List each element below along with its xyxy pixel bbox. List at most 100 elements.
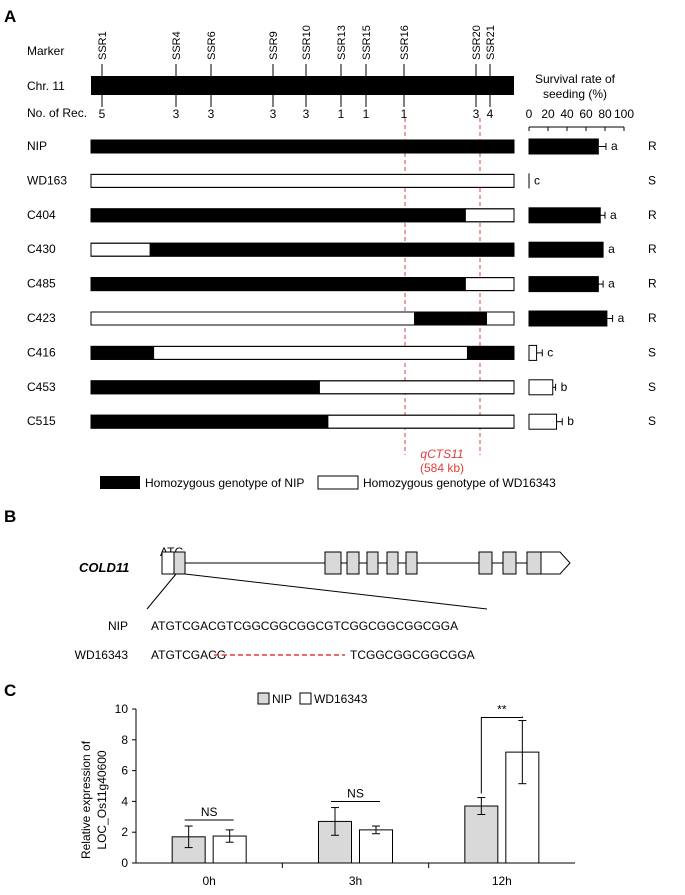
exon-2 [324, 551, 342, 575]
exon-7 [478, 551, 493, 575]
gene-name: COLD11 [79, 560, 129, 575]
segment-nip [90, 208, 466, 223]
survival-bar [528, 413, 558, 430]
exon-5 [386, 551, 399, 575]
genotype-outline [90, 139, 515, 154]
survival-tick-label: 40 [560, 107, 574, 121]
chromosome-label: Chr. 11 [27, 79, 65, 93]
bar-wd16343 [359, 829, 393, 864]
significance-bracket [480, 716, 523, 794]
legend-wd-label: Homozygous genotype of WD16343 [363, 476, 556, 490]
genotype-outline [90, 242, 515, 257]
segment-nip [414, 311, 488, 326]
line-label: C423 [27, 311, 56, 325]
marker-ssr1: SSR1 [97, 31, 109, 60]
chart-legend-nip: NIP [272, 692, 292, 706]
segment-wd [318, 380, 515, 395]
phenotype-label: S [648, 414, 656, 428]
marker-ssr16: SSR16 [399, 25, 411, 60]
marker-ssr21: SSR21 [485, 25, 497, 60]
marker-ssr15: SSR15 [361, 25, 373, 60]
marker-ssr13: SSR13 [336, 25, 348, 60]
x-tick-label: 3h [349, 874, 362, 888]
qtl-name: qCTS11 [420, 447, 463, 461]
survival-tick-label: 100 [614, 107, 634, 121]
marker-ssr20: SSR20 [471, 25, 483, 60]
zoom-line-left [146, 573, 177, 610]
utr-3-arrow [540, 551, 571, 575]
genotype-outline [90, 173, 515, 188]
y-tick-label: 6 [121, 764, 128, 778]
recombinant-count: 3 [473, 107, 480, 121]
segment-nip [466, 345, 515, 360]
recombinant-count: 3 [270, 107, 277, 121]
significance-letter: c [547, 345, 553, 359]
seq-wd-label: WD16343 [75, 648, 129, 662]
recombinants-label: No. of Rec. [27, 106, 87, 120]
genotype-outline [90, 345, 515, 360]
line-label: WD163 [27, 173, 67, 187]
significance-letter: a [608, 242, 615, 256]
seq-wd-left: ATGTCGACG [151, 648, 226, 662]
line-label: C430 [27, 242, 56, 256]
phenotype-label: S [648, 345, 656, 359]
significance-letter: b [561, 380, 568, 394]
segment-wd [90, 173, 515, 188]
y-axis-label-2: LOC_Os11g40600 [95, 750, 109, 850]
marker-ssr9: SSR9 [268, 31, 280, 60]
phenotype-label: R [648, 277, 657, 291]
survival-bar [528, 344, 538, 361]
survival-bar [528, 276, 599, 293]
recombinant-count: 5 [99, 107, 106, 121]
segment-nip [90, 380, 320, 395]
chart-legend-wd: WD16343 [314, 692, 368, 706]
significance-letter: a [618, 311, 625, 325]
genotype-outline [90, 277, 515, 292]
survival-bar [528, 310, 608, 327]
recombinant-count: 3 [173, 107, 180, 121]
segment-wd [464, 208, 515, 223]
significance-label: NS [347, 787, 364, 801]
chromosome-bar [91, 76, 514, 95]
y-tick-label: 4 [121, 794, 128, 808]
legend-nip-label: Homozygous genotype of NIP [145, 476, 304, 490]
qtl-size: (584 kb) [420, 461, 464, 475]
recombinant-count: 4 [487, 107, 494, 121]
survival-tick-label: 80 [598, 107, 612, 121]
y-axis-label-1: Relative expression of [79, 740, 93, 859]
x-tick-label: 12h [492, 874, 512, 888]
y-tick-label: 10 [115, 702, 129, 716]
genotype-outline [90, 208, 515, 223]
phenotype-label: R [648, 242, 657, 256]
significance-letter: b [567, 414, 574, 428]
survival-tick-label: 0 [526, 107, 533, 121]
gene-model [161, 551, 571, 575]
marker-ssr10: SSR10 [301, 25, 313, 60]
zoom-line-right [184, 573, 488, 610]
line-label: C416 [27, 345, 56, 359]
exon-6 [405, 551, 418, 575]
exon-4 [366, 551, 379, 575]
survival-bar [528, 207, 601, 224]
recombinant-count: 1 [401, 107, 408, 121]
segment-wd [90, 311, 416, 326]
survival-title-2: seeding (%) [543, 87, 607, 101]
legend-nip-swatch [100, 476, 140, 489]
survival-tick-label: 60 [579, 107, 593, 121]
phenotype-label: R [648, 139, 657, 153]
segment-nip [149, 242, 515, 257]
legend-wd-swatch [317, 475, 359, 490]
panel-a-label: A [4, 7, 16, 26]
marker-ssr6: SSR6 [206, 31, 218, 60]
significance-letter: c [534, 173, 540, 187]
genotype-outline [90, 414, 515, 429]
exon-1 [173, 551, 186, 575]
y-tick-label: 8 [121, 733, 128, 747]
segment-nip [90, 139, 515, 154]
bar-nip [464, 805, 499, 864]
survival-bar [528, 379, 554, 396]
